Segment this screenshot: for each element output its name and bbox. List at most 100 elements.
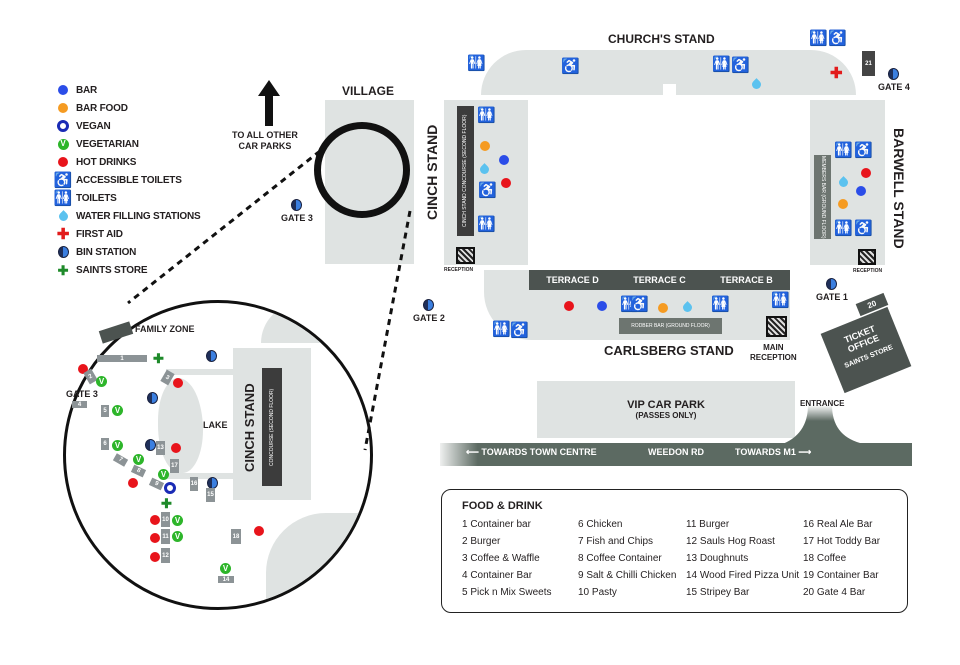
legend-item-accessible-toilets: ♿ACCESSIBLE TOILETS	[53, 171, 182, 189]
inset-gate-3-label: GATE 3	[66, 389, 98, 399]
accessible-toilet-icon: ♿	[510, 322, 529, 339]
bar-food-dot-icon	[658, 303, 668, 313]
legend-item-bin: BIN STATION	[56, 244, 136, 260]
toilets-icon: 🚻	[467, 55, 486, 72]
bar-dot-icon	[597, 301, 607, 311]
vegetarian-icon: V	[57, 138, 69, 150]
toilets-icon: 🚻	[834, 142, 853, 159]
accessible-toilet-icon: ♿	[828, 30, 847, 47]
food-item: 4 Container Bar	[462, 570, 533, 581]
bin-icon	[147, 392, 158, 404]
toilet-icon: 🚻	[711, 296, 730, 313]
carlsberg-stand-label: CARLSBERG STAND	[604, 343, 734, 358]
stall-15: 15	[206, 488, 215, 502]
accessible-toilet-icon: ♿	[630, 296, 649, 313]
village-label: VILLAGE	[342, 84, 395, 98]
toilets-icon: 🚻	[53, 189, 73, 207]
bin-icon	[291, 199, 303, 211]
food-item: 11 Burger	[686, 519, 730, 530]
members-bar: MEMBERS BAR (GROUND FLOOR)	[814, 155, 831, 239]
stall-10: 10	[161, 512, 170, 527]
food-item: 18 Coffee	[803, 553, 847, 564]
food-item: 2 Burger	[462, 536, 501, 547]
food-item: 5 Pick n Mix Sweets	[462, 587, 552, 598]
vegetarian-icon: V	[158, 469, 169, 480]
inset-stand-bottom	[266, 513, 370, 607]
vegetarian-icon: V	[133, 454, 144, 465]
toilets-icon: 🚻	[834, 220, 853, 237]
hot-drinks-dot-icon	[58, 157, 68, 167]
stall-11: 11	[161, 529, 170, 544]
legend-item-bar: BAR	[56, 82, 97, 98]
entrance-label: ENTRANCE	[800, 399, 845, 408]
stall-21: 21	[862, 51, 875, 76]
hot-drinks-dot-icon	[564, 301, 574, 311]
cinch-reception-label: RECEPTION	[444, 267, 474, 273]
cinch-concourse-bar: CINCH STAND CONCOURSE (SECOND FLOOR)	[457, 106, 474, 236]
rodber-bar: RODBER BAR (GROUND FLOOR)	[619, 318, 722, 334]
inset-path-top	[166, 369, 236, 375]
accessible-toilet-icon: ♿	[854, 142, 873, 159]
legend-item-vegan: VEGAN	[56, 118, 111, 134]
stall-1: 1	[97, 355, 147, 362]
stall-4: 4	[72, 401, 87, 408]
food-item: 10 Pasty	[578, 587, 617, 598]
hot-drinks-dot-icon	[173, 378, 183, 388]
food-drink-panel: FOOD & DRINK 1 Container bar 2 Burger 3 …	[441, 489, 908, 613]
accessible-toilet-icon: ♿	[854, 220, 873, 237]
bar-food-dot-icon	[58, 103, 68, 113]
hot-drinks-dot-icon	[78, 364, 88, 374]
legend-item-bar-food: BAR FOOD	[56, 100, 128, 116]
bin-icon	[826, 278, 838, 290]
reception-icon	[858, 249, 876, 265]
gate-4: GATE 4	[878, 68, 910, 92]
bar-food-dot-icon	[838, 199, 848, 209]
food-item: 20 Gate 4 Bar	[803, 587, 866, 598]
vegetarian-icon: V	[220, 563, 231, 574]
legend-item-first-aid: ✚FIRST AID	[56, 225, 123, 243]
food-drink-title: FOOD & DRINK	[462, 500, 543, 512]
bin-icon	[57, 246, 69, 258]
legend-item-hot-drinks: HOT DRINKS	[56, 154, 136, 170]
stall-6: 6	[101, 438, 109, 450]
toilets-icon: 🚻	[477, 107, 496, 124]
food-item: 12 Sauls Hog Roast	[686, 536, 775, 547]
stall-5: 5	[101, 405, 109, 417]
food-item: 17 Hot Toddy Bar	[803, 536, 881, 547]
hot-drinks-dot-icon	[150, 533, 160, 543]
vegan-ring-icon	[57, 120, 69, 132]
main-reception-icon	[766, 316, 787, 337]
food-item: 8 Coffee Container	[578, 553, 662, 564]
vip-car-park: VIP CAR PARK (PASSES ONLY)	[537, 381, 795, 438]
hot-drinks-dot-icon	[254, 526, 264, 536]
hot-drinks-dot-icon	[861, 168, 871, 178]
stall-14: 14	[218, 576, 234, 583]
hot-drinks-dot-icon	[150, 552, 160, 562]
food-item: 6 Chicken	[578, 519, 623, 530]
vegetarian-icon: V	[112, 440, 123, 451]
road-left-label: ⟵ TOWARDS TOWN CENTRE	[466, 447, 597, 457]
vegetarian-icon: V	[96, 376, 107, 387]
saints-store-icon: ✚	[153, 351, 164, 366]
terrace-c: TERRACE C	[633, 275, 686, 285]
arrow-left-icon: ⟵	[466, 447, 479, 457]
first-aid-cross-icon: ✚	[56, 225, 70, 243]
up-arrow-icon	[258, 80, 280, 126]
churchs-stand-label: CHURCH'S STAND	[608, 32, 715, 46]
hot-drinks-dot-icon	[171, 443, 181, 453]
accessible-toilet-icon: ♿	[731, 57, 750, 74]
inset-stand-top	[261, 303, 370, 343]
stall-12: 12	[161, 548, 170, 563]
stall-13: 13	[156, 441, 165, 455]
stall-18: 18	[231, 529, 241, 544]
inset-concourse-bar: CONCOURSE (SECOND FLOOR)	[262, 368, 282, 486]
stall-17: 17	[170, 459, 179, 473]
food-item: 9 Salt & Chilli Chicken	[578, 570, 677, 581]
first-aid-cross-icon: ✚	[830, 65, 843, 82]
food-item: 19 Container Bar	[803, 570, 879, 581]
road-name-label: WEEDON RD	[648, 447, 704, 457]
inset-path-bottom	[166, 473, 236, 479]
food-item: 7 Fish and Chips	[578, 536, 654, 547]
